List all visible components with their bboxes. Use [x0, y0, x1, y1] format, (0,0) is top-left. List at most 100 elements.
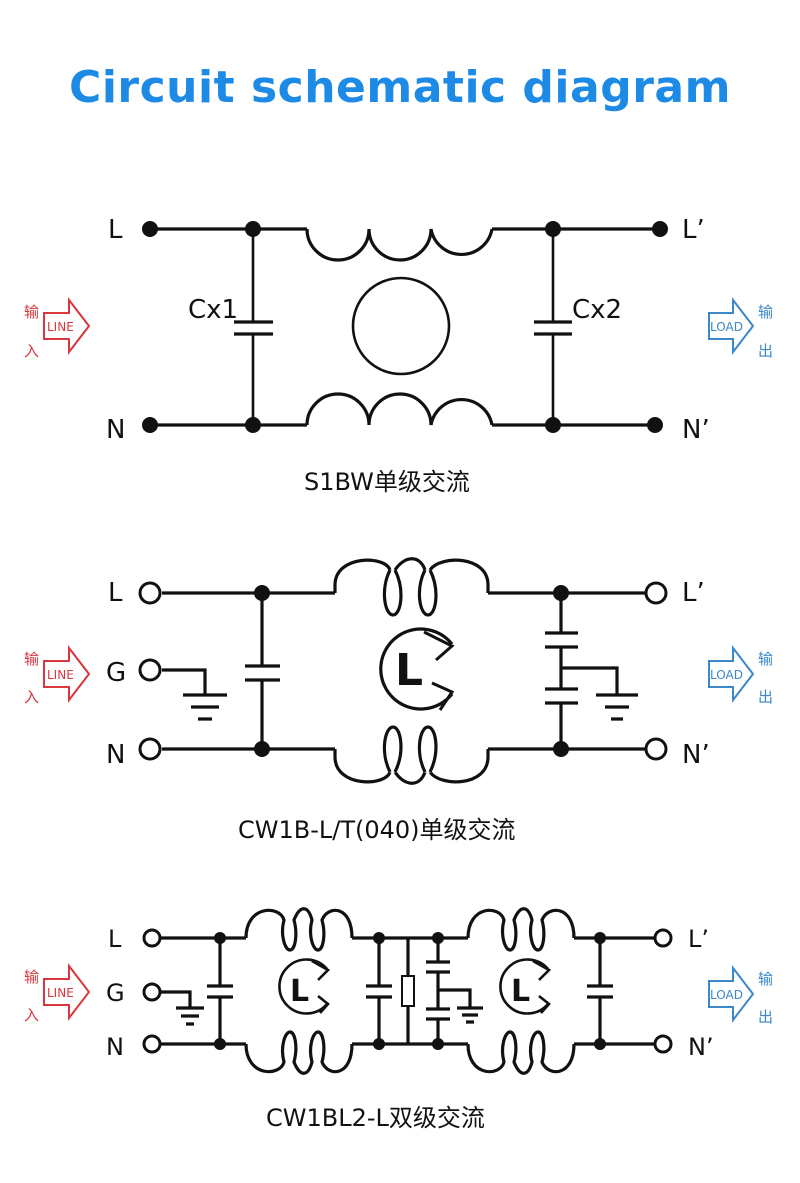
diagram-cw1b: L G N L’ N’ L: [24, 557, 773, 844]
terminal-label-n-prime: N’: [688, 1033, 714, 1061]
ground-icon: [183, 693, 227, 721]
terminal-g: [142, 982, 162, 1002]
terminal-label-l: L: [108, 215, 123, 245]
terminal-l: [138, 581, 162, 605]
line-arrow-text: LINE: [47, 668, 74, 682]
junction-dot: [373, 932, 385, 944]
cx-capacitor: [366, 984, 392, 999]
terminal-n: [142, 417, 158, 433]
junction-dot: [373, 1038, 385, 1050]
junction-dot: [214, 1038, 226, 1050]
cy-capacitors: [545, 631, 578, 705]
inductor-top: [305, 228, 494, 262]
diagram-caption: CW1BL2-L双级交流: [266, 1104, 485, 1132]
arrowhead-icon: [532, 959, 552, 981]
rotation-arc-icon: [379, 627, 454, 711]
page-title: Circuit schematic diagram: [69, 62, 731, 113]
inductor-top-2: [466, 907, 576, 952]
cx1-label: Cx1: [188, 295, 238, 325]
input-label-char: 入: [24, 688, 39, 706]
junction-dot: [545, 221, 561, 237]
line-arrow-icon: [43, 297, 91, 355]
terminal-n: [138, 737, 162, 761]
cx2-capacitor: [534, 320, 572, 336]
junction-dot: [553, 585, 569, 601]
terminal-label-l-prime: L’: [682, 215, 705, 245]
cx1-capacitor: [234, 320, 273, 336]
diagram-caption: S1BW单级交流: [304, 468, 470, 496]
junction-dot: [214, 932, 226, 944]
terminal-n: [142, 1034, 162, 1054]
output-label-char: 出: [758, 1008, 773, 1026]
junction-dot: [254, 741, 270, 757]
junction-dot: [545, 417, 561, 433]
line-arrow-icon: [43, 645, 91, 703]
arrowhead-icon: [538, 994, 551, 1014]
input-label-char: 输: [24, 303, 39, 321]
rotation-arc-icon: [278, 958, 328, 1015]
junction-dot: [245, 417, 261, 433]
inductor-bottom-2: [466, 1030, 576, 1075]
terminal-l: [142, 928, 162, 948]
line-arrow-text: LINE: [47, 986, 74, 1000]
ground-icon: [596, 693, 638, 721]
junction-dot: [254, 585, 270, 601]
output-label-char: 出: [758, 342, 773, 360]
cx-capacitor: [587, 984, 613, 999]
terminal-label-n-prime: N’: [682, 740, 710, 770]
junction-dot: [245, 221, 261, 237]
inductor-bottom: [333, 725, 490, 785]
junction-dot: [594, 932, 606, 944]
terminal-label-l-prime: L’: [682, 578, 705, 608]
terminal-label-n: N: [106, 1033, 124, 1061]
ground-icon: [457, 1006, 483, 1024]
input-label-char: 输: [24, 968, 39, 986]
terminal-n-prime: [653, 1034, 673, 1054]
choke-core-circle: [351, 276, 451, 376]
choke-l-label: L: [395, 645, 423, 696]
junction-dot: [553, 741, 569, 757]
load-arrow-text: LOAD: [710, 320, 743, 334]
terminal-l-prime: [653, 928, 673, 948]
terminal-l-prime: [652, 221, 668, 237]
terminal-label-n: N: [106, 415, 125, 445]
input-line-arrow: 输 入 LINE: [24, 645, 91, 706]
terminal-label-l: L: [108, 925, 122, 953]
wire-g: [160, 990, 192, 1008]
terminal-n-prime: [647, 417, 663, 433]
terminal-label-g: G: [106, 979, 125, 1007]
output-load-arrow: LOAD 输 出: [708, 965, 773, 1026]
input-label-char: 入: [24, 342, 39, 360]
output-load-arrow: LOAD 输 出: [708, 297, 773, 360]
cx-capacitor: [245, 664, 280, 682]
diagram-cw1bl2: L G N L’ N’: [24, 907, 773, 1132]
load-arrow-text: LOAD: [710, 988, 743, 1002]
arrowhead-icon: [311, 959, 331, 981]
junction-dot: [432, 932, 444, 944]
rotation-arc-icon: [499, 958, 549, 1015]
cx-capacitor: [207, 984, 233, 999]
inductor-top-1: [244, 907, 354, 952]
terminal-label-n-prime: N’: [682, 415, 710, 445]
input-label-char: 输: [24, 650, 39, 668]
terminal-g: [138, 658, 162, 682]
terminal-n-prime: [644, 737, 668, 761]
line-arrow-icon: [43, 963, 91, 1021]
load-arrow-text: LOAD: [710, 668, 743, 682]
arrowhead-icon: [431, 681, 455, 711]
ground-icon: [176, 1006, 204, 1026]
inductor-bottom-1: [244, 1030, 354, 1075]
input-label-char: 入: [24, 1006, 39, 1024]
wire-y-ground: [438, 988, 472, 1008]
diagram-s1bw: L N L’ N’ Cx1 Cx2 S1BW单级交流 输: [24, 215, 773, 496]
terminal-label-g: G: [106, 658, 126, 688]
wire-g: [162, 668, 207, 695]
diagram-caption: CW1B-L/T(040)单级交流: [238, 816, 516, 844]
cx2-label: Cx2: [572, 295, 622, 325]
terminal-l: [142, 221, 158, 237]
load-arrow-icon: [708, 965, 755, 1023]
load-arrow-icon: [708, 645, 755, 703]
output-label-char: 出: [758, 688, 773, 706]
line-arrow-text: LINE: [47, 320, 74, 334]
